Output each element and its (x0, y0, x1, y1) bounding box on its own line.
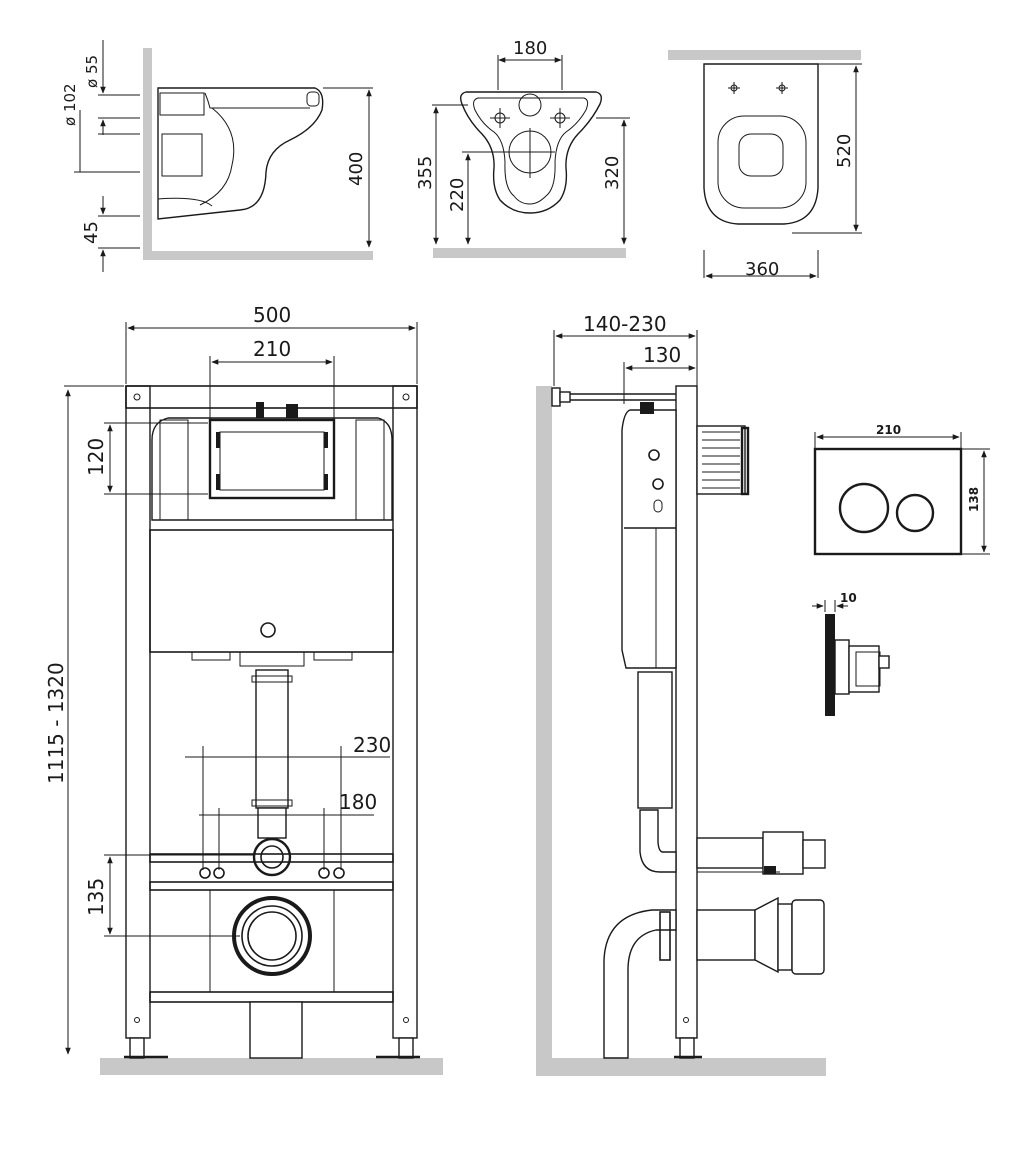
spacing-230-label: 230 (353, 733, 391, 757)
width-180-label: 180 (513, 38, 547, 59)
flush-button-small (895, 493, 935, 533)
width-500-label: 500 (253, 303, 291, 327)
flush-pipe (255, 669, 289, 809)
bowl-top-outline (703, 63, 819, 225)
flush-connector (252, 837, 292, 877)
height-220-label: 220 (447, 178, 468, 212)
frame-front-view: 500 210 120 1115 - 1320 230 180 135 (44, 303, 443, 1075)
bowl-top-view: 520 360 (668, 50, 862, 280)
height-355-label: 355 (415, 156, 436, 190)
depth-520-label: 520 (834, 134, 855, 168)
frame-side-view: 140-230 130 (536, 312, 826, 1076)
frame-left-upright (125, 385, 151, 1039)
dia-102-label: ø 102 (61, 83, 79, 126)
floor-front-top (433, 248, 626, 258)
frame-right-upright (392, 385, 418, 1039)
height-135-label: 135 (84, 878, 108, 916)
spacing-180-label: 180 (339, 790, 377, 814)
dia-55-label: ø 55 (83, 55, 101, 88)
depth-130-label: 130 (643, 343, 681, 367)
wall-side-top (143, 48, 152, 260)
frame-side-upright (675, 385, 698, 1039)
bowl-front-view: 180 355 220 320 (415, 38, 630, 258)
height-120-label: 120 (84, 438, 108, 476)
floor-side-top (143, 251, 373, 260)
flush-button-large (838, 482, 890, 534)
plate-height-138-label: 138 (967, 487, 981, 512)
drain-outlet (232, 896, 312, 976)
height-320-label: 320 (602, 156, 623, 190)
dim-45-label: 45 (81, 221, 102, 244)
height-400-label: 400 (346, 152, 367, 186)
bowl-side-outline (157, 87, 324, 220)
flush-opening (208, 418, 336, 500)
flush-plate-side: 10 (812, 591, 890, 716)
floor-frame-front (100, 1058, 443, 1075)
plate-width-210-label: 210 (876, 423, 901, 437)
wall-top-view (668, 50, 861, 60)
plate-thickness-10-label: 10 (840, 591, 857, 605)
bowl-side-view: ø 55 ø 102 400 45 (61, 40, 373, 272)
width-360-label: 360 (745, 259, 779, 280)
depth-range-label: 140-230 (583, 312, 667, 336)
flush-plate (813, 447, 963, 556)
width-210-label: 210 (253, 337, 291, 361)
height-range-label: 1115 - 1320 (44, 662, 68, 784)
floor-frame-side (536, 1058, 826, 1076)
wall-frame-side (536, 386, 552, 1076)
flush-plate-front: 210 138 (813, 423, 990, 556)
